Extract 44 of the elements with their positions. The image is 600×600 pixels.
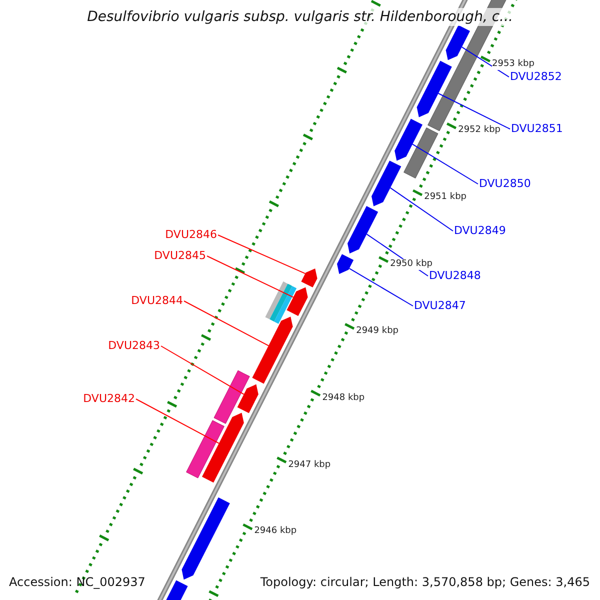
leader-line bbox=[160, 346, 244, 395]
scale-tick-label: 2953 kbp bbox=[492, 58, 534, 70]
leader-line bbox=[390, 187, 454, 232]
scale-tick-label: 2951 kbp bbox=[424, 192, 466, 204]
gene-label: DVU2844 bbox=[131, 294, 183, 307]
leader-line bbox=[206, 256, 294, 298]
gene-feature bbox=[301, 268, 318, 288]
gene-label: DVU2849 bbox=[454, 224, 506, 237]
gene-feature bbox=[202, 412, 244, 483]
leader-line bbox=[461, 46, 510, 78]
gene-label: DVU2851 bbox=[511, 122, 563, 135]
scale-tick-label: 2948 kbp bbox=[322, 392, 365, 404]
gene-label: DVU2845 bbox=[154, 249, 206, 262]
gene-label: DVU2850 bbox=[479, 177, 531, 190]
scale-tick-label: 2946 kbp bbox=[254, 526, 297, 538]
accession-text: Accession: NC_002937 bbox=[9, 575, 146, 589]
gene-label: DVU2842 bbox=[83, 392, 135, 405]
scale-tick-label: 2950 kbp bbox=[390, 259, 432, 270]
gene-feature bbox=[416, 60, 452, 118]
gene-feature bbox=[237, 384, 258, 414]
scale-tick-label: 2949 kbp bbox=[356, 326, 398, 337]
leader-line bbox=[412, 144, 478, 184]
gene-label: DVU2847 bbox=[414, 299, 466, 312]
gene-label: DVU2852 bbox=[510, 70, 562, 83]
leader-line bbox=[218, 234, 306, 274]
gene-feature bbox=[446, 25, 470, 60]
scale-tick-label: 2947 kbp bbox=[288, 460, 331, 471]
gene-feature bbox=[394, 118, 422, 161]
gene-label: DVU2848 bbox=[429, 269, 481, 282]
gene-label: DVU2846 bbox=[165, 228, 217, 241]
gene-feature bbox=[252, 316, 293, 384]
genome-summary-text: Topology: circular; Length: 3,570,858 bp; Genes: 3,465 bbox=[260, 575, 590, 589]
gene-feature bbox=[337, 254, 354, 274]
gene-feature bbox=[372, 160, 402, 206]
leader-line bbox=[184, 300, 270, 346]
leader-line bbox=[348, 268, 414, 306]
gene-feature bbox=[164, 580, 188, 600]
scale-tick-label: 2952 kbp bbox=[458, 125, 500, 136]
leader-line bbox=[136, 398, 220, 444]
gene-feature bbox=[182, 497, 230, 580]
gene-feature bbox=[286, 287, 308, 316]
gene-feature bbox=[348, 206, 378, 254]
gene-label: DVU2843 bbox=[108, 339, 160, 352]
leader-line bbox=[438, 92, 510, 130]
